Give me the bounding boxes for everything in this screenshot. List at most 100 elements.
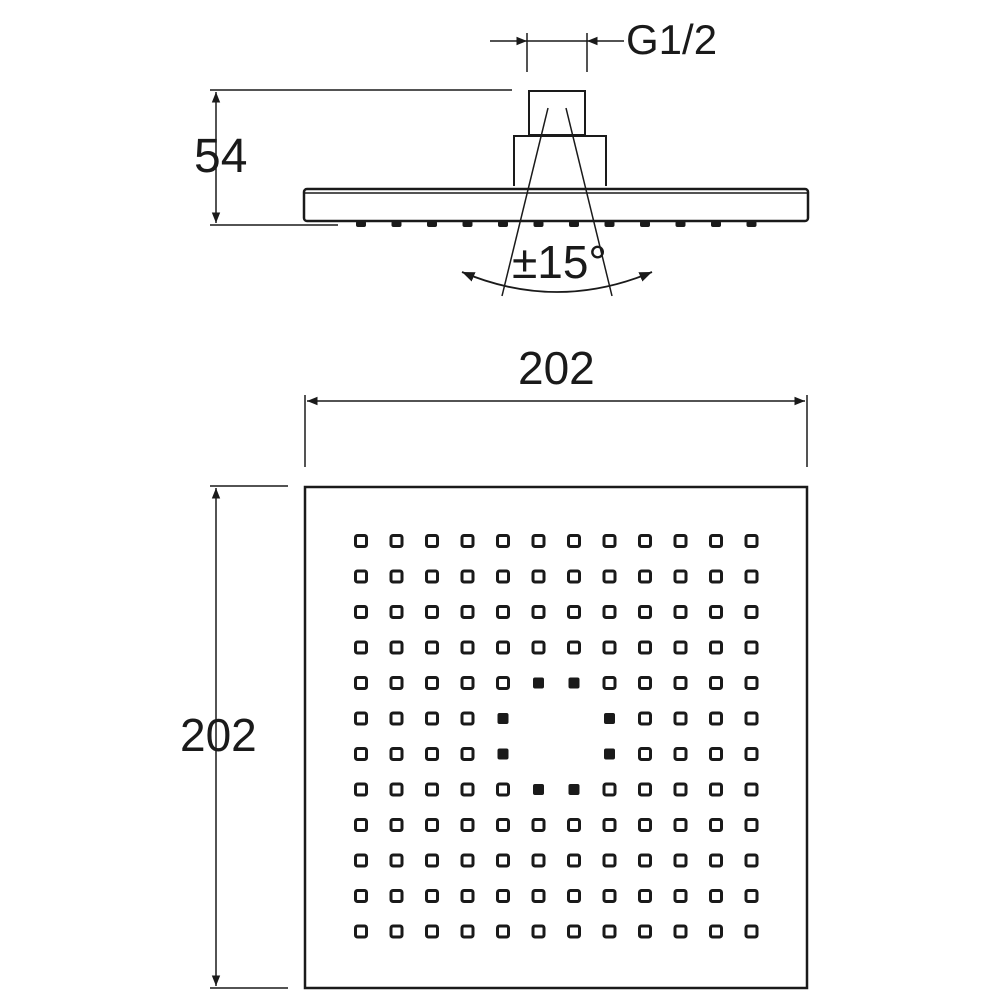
nozzle: [531, 889, 546, 903]
side-nozzle: [427, 221, 437, 227]
nozzle: [638, 569, 652, 584]
width-label: 202: [518, 342, 595, 394]
nozzle: [744, 924, 759, 939]
nozzle: [425, 605, 439, 619]
nozzle: [425, 924, 439, 939]
nozzle: [602, 889, 617, 903]
nozzle: [673, 605, 688, 619]
nozzle: [638, 818, 652, 832]
nozzle: [531, 534, 546, 548]
nozzle: [460, 569, 475, 584]
nozzle: [673, 711, 688, 726]
nozzle: [533, 784, 544, 795]
nozzle: [638, 853, 652, 868]
nozzle: [709, 605, 723, 619]
height-dimension: 54: [194, 89, 512, 226]
nozzle: [602, 818, 617, 832]
nozzle: [496, 782, 510, 797]
shower-head-plate: [303, 485, 809, 990]
nozzle: [354, 818, 368, 832]
nozzle: [496, 534, 510, 548]
nozzle: [531, 640, 546, 655]
nozzle: [460, 676, 475, 690]
nozzle: [497, 713, 509, 724]
nozzle: [354, 747, 368, 761]
nozzle: [496, 605, 510, 619]
shower-head-side-profile: [302, 187, 810, 223]
nozzle: [744, 605, 759, 619]
tilt-angle-label: ±15°: [512, 236, 607, 288]
nozzle: [460, 818, 475, 832]
nozzle: [425, 640, 439, 655]
height-label: 54: [194, 130, 247, 183]
tilt-angle-indicator: ±15°: [461, 107, 653, 297]
nozzle: [496, 676, 510, 690]
nozzle: [531, 569, 546, 584]
nozzle: [744, 853, 759, 868]
connector-nut: [528, 90, 586, 136]
nozzle: [604, 713, 615, 724]
nozzle: [425, 782, 439, 797]
nozzle: [389, 747, 404, 761]
side-nozzle: [462, 221, 473, 227]
nozzle: [567, 853, 581, 868]
nozzle: [460, 711, 475, 726]
nozzle: [567, 818, 581, 832]
nozzle: [496, 640, 510, 655]
nozzle: [389, 534, 404, 548]
nozzle: [567, 569, 581, 584]
nozzle: [354, 853, 368, 868]
nozzle: [425, 818, 439, 832]
nozzle: [602, 853, 617, 868]
nozzle: [389, 605, 404, 619]
top-view: 202 202: [180, 342, 809, 990]
nozzle: [673, 782, 688, 797]
side-nozzle: [498, 221, 508, 227]
width-dimension: 202: [304, 342, 808, 467]
connector-neck: [513, 135, 607, 186]
nozzle-grid: [354, 534, 759, 939]
nozzle: [354, 782, 368, 797]
nozzle: [354, 676, 368, 690]
nozzle: [744, 782, 759, 797]
nozzle: [425, 676, 439, 690]
side-nozzle: [746, 221, 757, 227]
nozzle: [496, 569, 510, 584]
nozzle: [389, 711, 404, 726]
nozzle: [389, 853, 404, 868]
nozzle: [638, 640, 652, 655]
nozzle: [531, 924, 546, 939]
nozzle: [709, 534, 723, 548]
nozzle: [354, 534, 368, 548]
nozzle: [425, 853, 439, 868]
nozzle: [673, 569, 688, 584]
nozzle: [496, 889, 510, 903]
nozzle: [709, 782, 723, 797]
nozzle: [744, 569, 759, 584]
nozzle: [744, 640, 759, 655]
nozzle: [744, 889, 759, 903]
nozzle: [602, 640, 617, 655]
nozzle: [425, 534, 439, 548]
nozzle: [744, 676, 759, 690]
nozzle: [389, 818, 404, 832]
nozzle: [425, 747, 439, 761]
nozzle: [602, 605, 617, 619]
nozzle: [673, 534, 688, 548]
nozzle: [638, 605, 652, 619]
nozzle: [567, 640, 581, 655]
side-nozzle: [533, 221, 544, 227]
nozzle: [568, 677, 580, 689]
nozzle: [567, 889, 581, 903]
nozzle: [673, 818, 688, 832]
nozzle: [568, 784, 580, 795]
nozzle: [638, 782, 652, 797]
nozzle: [673, 889, 688, 903]
side-nozzle: [711, 221, 721, 227]
nozzle: [460, 747, 475, 761]
nozzle: [744, 711, 759, 726]
nozzle: [531, 853, 546, 868]
nozzle: [460, 640, 475, 655]
nozzle: [425, 711, 439, 726]
